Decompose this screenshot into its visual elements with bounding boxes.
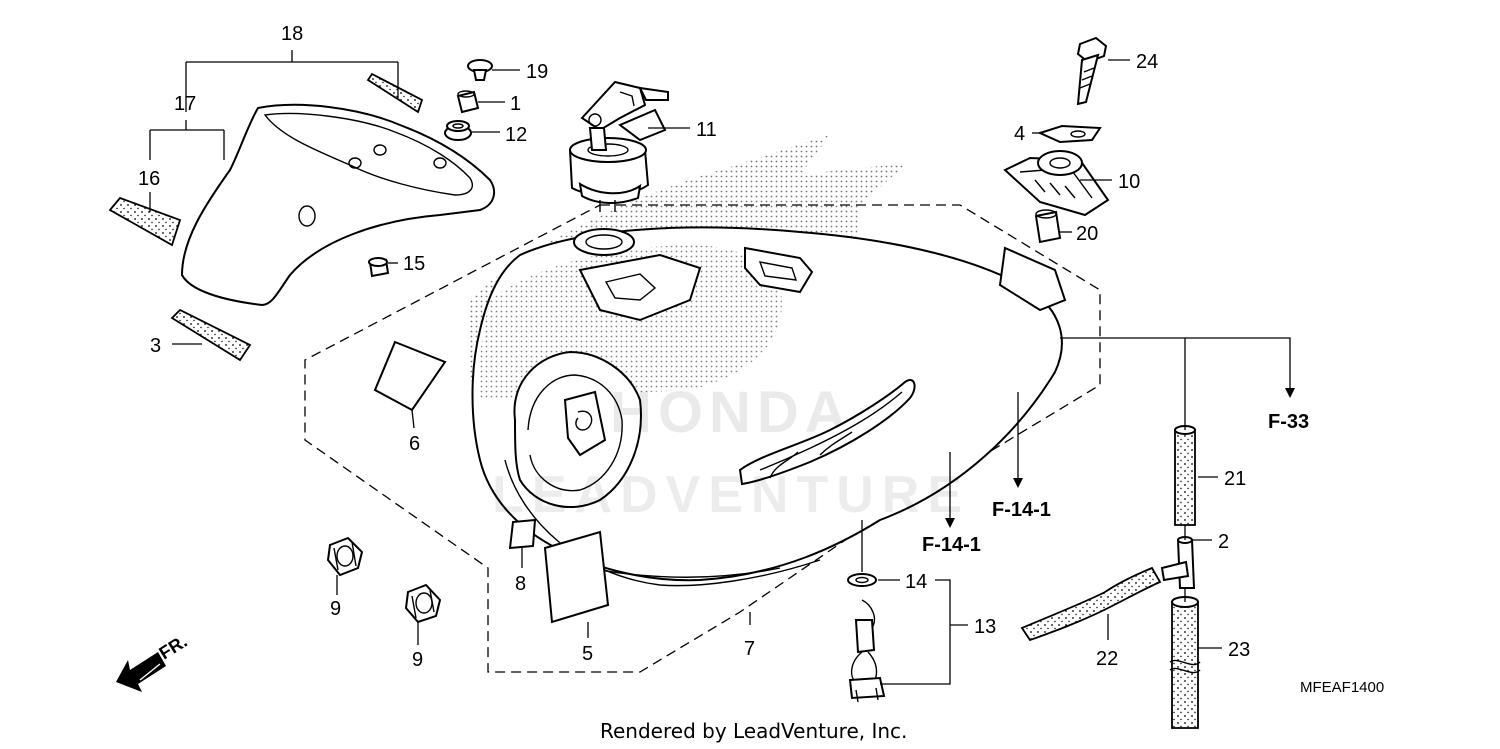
screw-19[interactable] [467,59,493,81]
grommet-9a[interactable] [326,536,364,577]
bolt-24[interactable] [1076,36,1108,106]
tee-joint-2[interactable] [1160,536,1196,589]
tank-script-emblem [738,379,916,486]
caution-label-6[interactable] [373,340,447,412]
ref-f14-lower[interactable]: F-14-1 [922,534,981,556]
callout-6: 6 [409,433,420,455]
callout-3: 3 [150,335,161,357]
callout-12: 12 [505,124,527,146]
callout-8: 8 [515,573,526,595]
diagram-code: MFEAF1400 [1300,679,1384,696]
callout-20: 20 [1076,223,1098,245]
ref-f33[interactable]: F-33 [1268,411,1309,433]
label-8[interactable] [508,518,537,550]
callout-24: 24 [1136,51,1158,73]
washer-4[interactable] [1037,124,1102,144]
callout-2: 2 [1218,531,1229,553]
callout-1: 1 [510,93,521,115]
leader-lines [149,50,1295,685]
callout-13: 13 [974,616,996,638]
rubber-strip-3[interactable] [170,308,252,362]
callout-10: 10 [1118,171,1140,193]
front-direction-arrow [116,652,166,692]
vent-tube-21[interactable] [1174,425,1196,526]
callout-17: 17 [174,93,196,115]
callout-19: 19 [526,61,548,83]
fuel-tank[interactable] [471,226,1067,587]
grommet-15[interactable] [368,257,390,278]
callout-15: 15 [403,253,425,275]
rear-mount-10[interactable] [1003,150,1110,217]
callout-9-right: 9 [412,649,423,671]
callout-14: 14 [905,571,927,593]
callout-9-left: 9 [330,598,341,620]
collar-1[interactable] [456,90,480,114]
drain-tube-23[interactable] [1169,596,1201,729]
tank-brand-mark: HONDA [610,380,853,445]
callout-16: 16 [138,168,160,190]
watermark: LEADVENTURE [492,466,970,524]
gasket-14[interactable] [847,573,877,587]
callout-11: 11 [696,119,717,141]
callout-23: 23 [1228,639,1250,661]
drain-tube-22[interactable] [1020,566,1162,642]
fuel-cap-11[interactable] [568,80,669,212]
label-5[interactable] [543,530,610,624]
grommet-12[interactable] [444,120,472,141]
callout-5: 5 [582,643,593,665]
callout-21: 21 [1224,468,1246,490]
rubber-strip-16[interactable] [108,196,182,247]
footer-credit: Rendered by LeadVenture, Inc. [600,719,907,743]
ref-f14-upper[interactable]: F-14-1 [992,499,1051,521]
collar-20[interactable] [1034,209,1062,244]
tank-cover[interactable] [180,103,496,307]
callout-4: 4 [1014,123,1025,145]
rubber-strip-18[interactable] [366,72,424,114]
callout-7: 7 [744,638,755,660]
callout-22: 22 [1096,648,1118,670]
fuel-sensor-13[interactable] [848,599,886,703]
grommet-9b[interactable] [404,583,442,624]
callout-18: 18 [281,23,303,45]
